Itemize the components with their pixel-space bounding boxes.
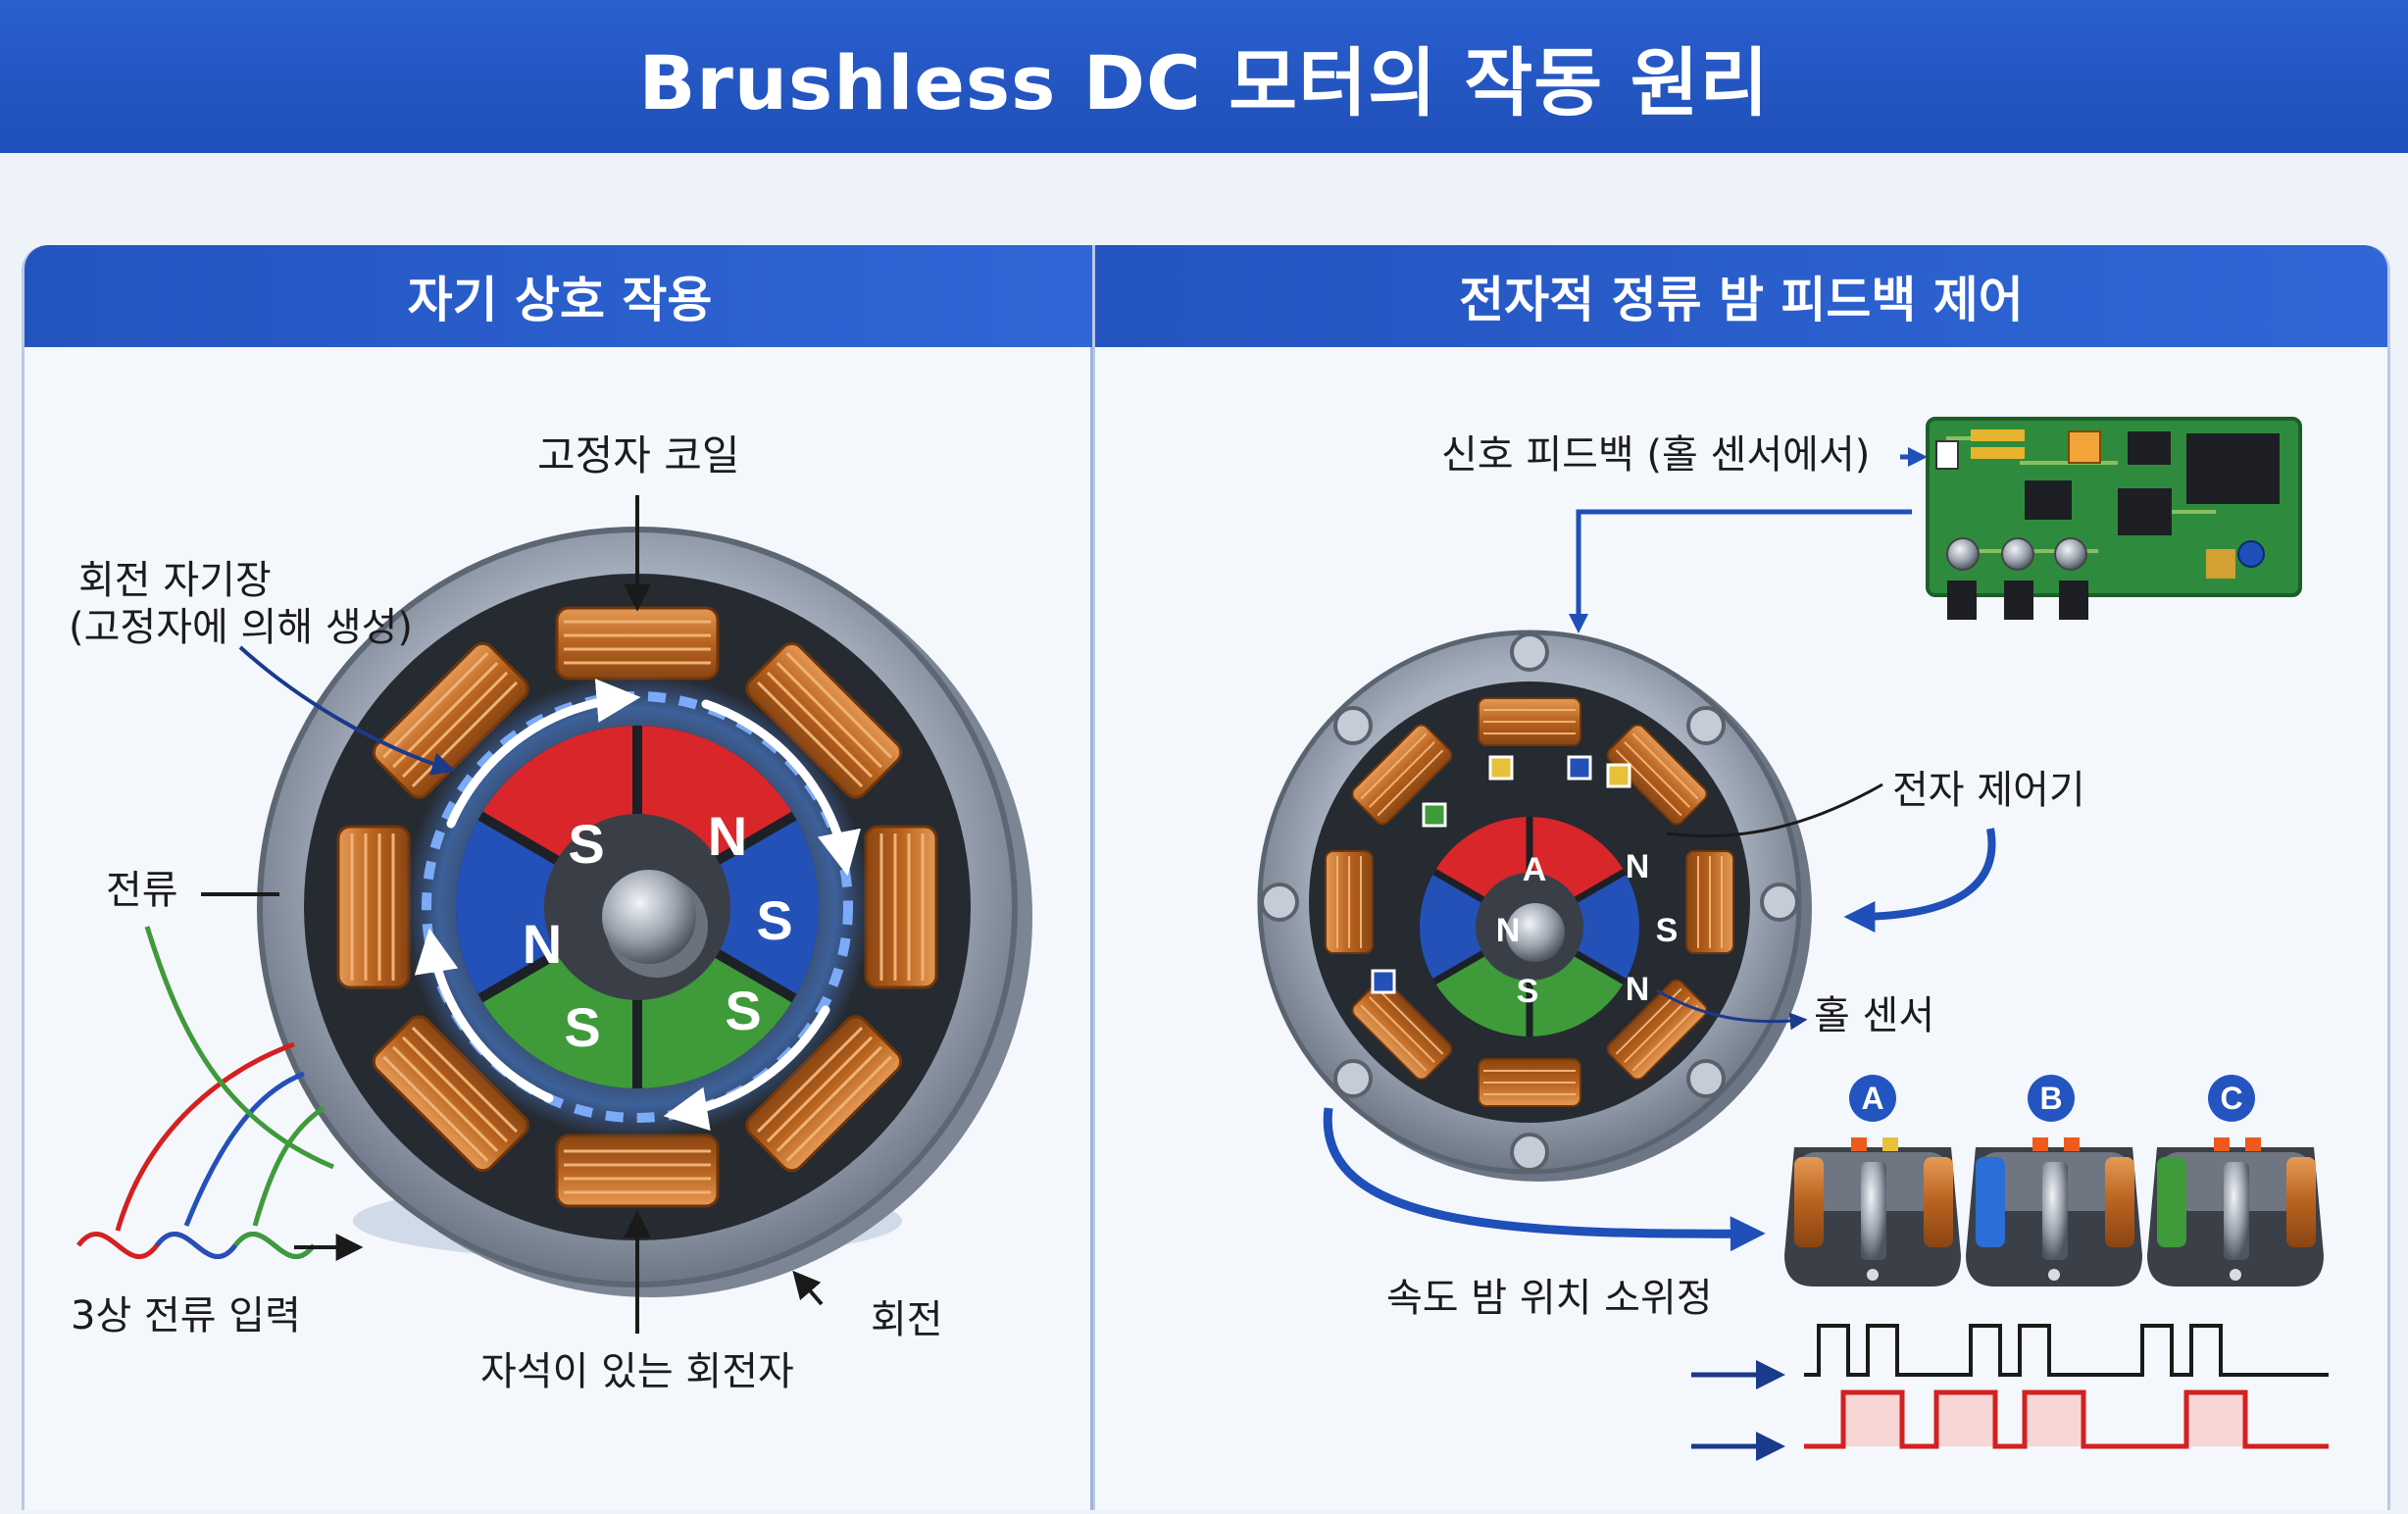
panel-heading-right: 전자적 정류 밤 피드백 제어 <box>1095 245 2387 347</box>
pole-label: A <box>1523 851 1547 888</box>
pole-label: N <box>1626 848 1650 885</box>
rotor-left <box>455 725 820 1088</box>
three-phase-waves <box>76 926 364 1261</box>
pole-label: S <box>1656 912 1679 949</box>
pole-label: S <box>568 813 604 875</box>
mount-bolts <box>1260 632 1799 1172</box>
label-rotating-field-note: (고정자에 의해 생성) <box>69 605 414 650</box>
controller-pcb <box>1926 417 2302 620</box>
rotor-right <box>1419 816 1640 1036</box>
pole-label: S <box>564 996 600 1058</box>
phase-letter-labels: A B C <box>1861 1081 2242 1116</box>
label-three-phase-input: 3상 전류 입력 <box>71 1293 301 1338</box>
label-current: 전류 <box>106 868 178 913</box>
label-hall-sensor: 홀 센서 <box>1814 993 1935 1038</box>
label-rotating-field: 회전 자기장 <box>78 558 272 603</box>
phase-label-c: C <box>2220 1081 2242 1116</box>
bldc-motor-right <box>1257 447 1996 1252</box>
label-signal-feedback: 신호 피드백 (홀 센서에서) <box>1441 432 1871 478</box>
left-leader-lines <box>201 495 824 1334</box>
phase-label-b: B <box>2039 1081 2062 1116</box>
label-electronic-controller: 전자 제어기 <box>1892 768 2085 813</box>
rotor-pole-labels-right: A N S N S N <box>1496 848 1679 1010</box>
pole-label: S <box>725 980 761 1041</box>
stator-coils <box>336 606 938 1208</box>
label-speed-position: 속도 밤 위치 소위정 <box>1386 1276 1713 1321</box>
rotor-pole-labels-left: S N S S S N <box>523 805 793 1058</box>
title-bar: Brushless DC 모터의 작동 원리 <box>0 0 2408 153</box>
label-magnet-rotor: 자석이 있는 회전자 <box>480 1349 794 1394</box>
pole-label: N <box>523 913 562 975</box>
panel-divider <box>1090 347 1093 1510</box>
pole-label: S <box>756 889 792 951</box>
phase-sensors <box>1784 1075 2324 1287</box>
phase-label-a: A <box>1861 1081 1883 1116</box>
bldc-motor-left <box>76 495 1032 1334</box>
right-leader-lines <box>1323 447 1996 1252</box>
label-rotation: 회전 <box>871 1297 943 1342</box>
label-stator-coil: 고정자 코일 <box>537 431 740 479</box>
phase-sensor-c <box>2147 1075 2324 1287</box>
pole-label: S <box>1517 973 1539 1010</box>
stator-coils-right <box>1325 697 1734 1107</box>
pole-label: N <box>708 805 747 867</box>
phase-sensor-b <box>1966 1075 2142 1287</box>
phase-sensor-a <box>1784 1075 1961 1287</box>
hall-sensor-chips <box>1371 755 1631 994</box>
page-title: Brushless DC 모터의 작동 원리 <box>638 39 1770 126</box>
rotating-field-arrows <box>414 679 861 1132</box>
hall-signal-waveforms <box>1691 1324 2329 1461</box>
pole-label: N <box>1626 971 1650 1008</box>
pole-label: N <box>1496 912 1521 949</box>
panel-heading-left: 자기 상호 작용 <box>25 245 1095 347</box>
